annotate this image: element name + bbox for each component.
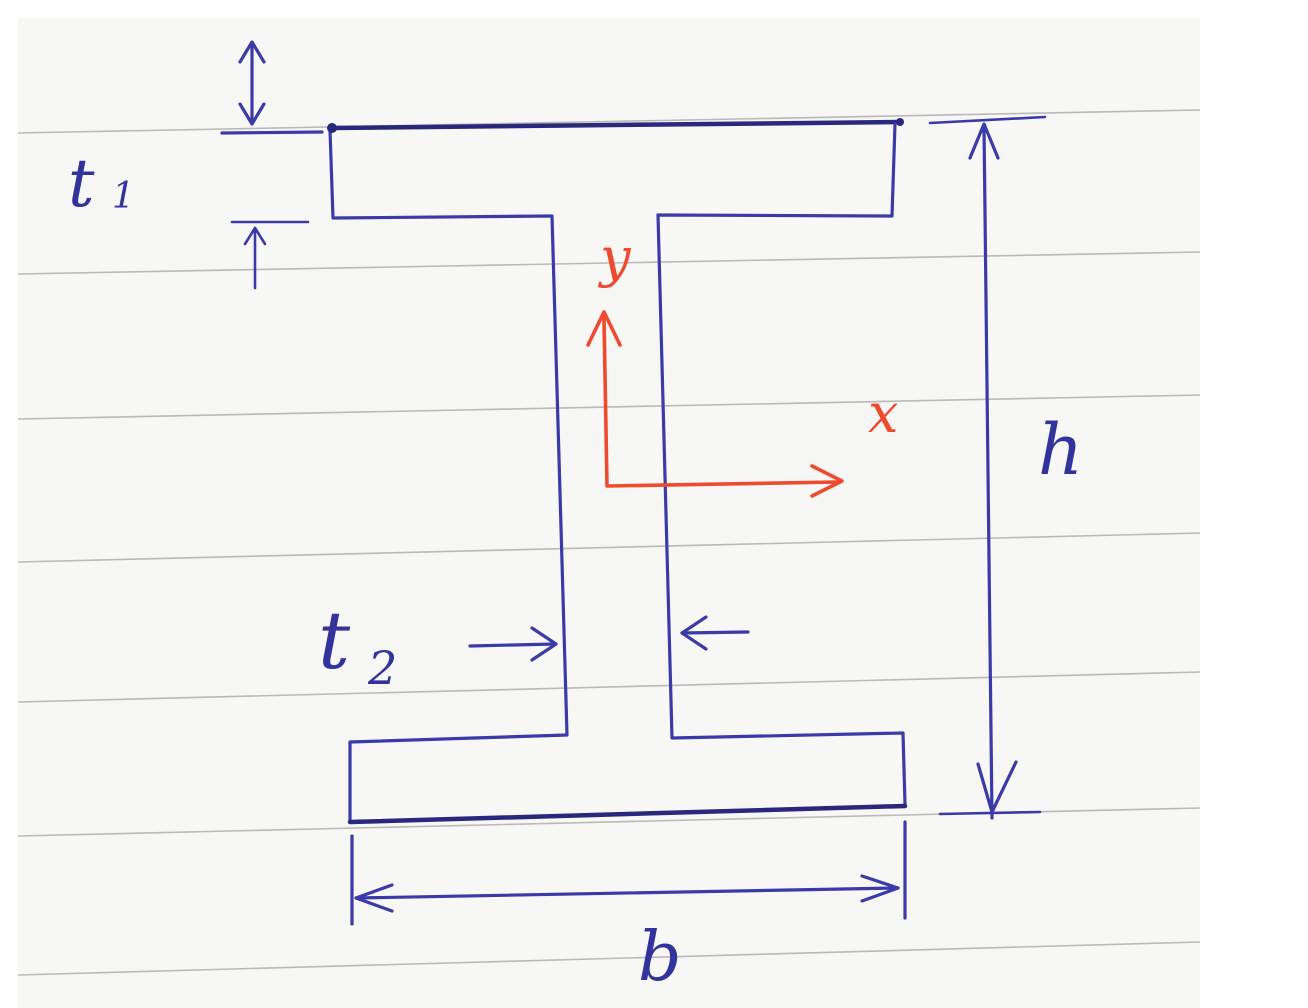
beam-right-outline — [656, 122, 907, 806]
t1-subscript: 1 — [112, 176, 135, 217]
t2-right-arrow-shaft — [680, 630, 750, 635]
t1-lower-arrow-up-icon — [243, 226, 267, 246]
corner-dot — [896, 118, 904, 126]
h-top-extension-line — [928, 115, 1047, 125]
rule-line — [17, 532, 1201, 563]
t1-dimension — [220, 40, 324, 290]
t1-arrow-down-icon — [238, 102, 266, 126]
top-flange-top-edge — [327, 119, 903, 131]
beam-left-outline — [328, 128, 569, 824]
b-label: b — [638, 918, 682, 997]
t1-arrow-up-icon — [238, 40, 266, 64]
b-dimension — [350, 820, 907, 926]
i-beam-outline — [327, 118, 908, 825]
coordinate-axes — [586, 310, 844, 498]
axes-lines — [602, 316, 840, 488]
y-axis-arrow-icon — [586, 310, 622, 347]
x-axis-label: x — [868, 382, 898, 445]
h-arrow-up-icon — [968, 122, 1000, 160]
h-arrow-down-icon — [976, 760, 1018, 814]
h-label: h — [1038, 409, 1083, 491]
h-dimension — [928, 115, 1047, 820]
b-arrow-right-icon — [860, 874, 900, 903]
rule-line — [17, 941, 1201, 976]
t2-arrow-right-icon — [530, 626, 558, 662]
h-dimension-line — [982, 124, 994, 820]
t1-label: t — [68, 145, 95, 222]
b-dimension-line — [354, 886, 900, 900]
rule-line — [17, 251, 1201, 275]
y-axis-label: y — [598, 226, 632, 289]
t2-subscript: 2 — [367, 641, 397, 695]
rule-line — [17, 109, 1201, 134]
notebook-paper — [18, 18, 1200, 1008]
rule-line — [17, 394, 1201, 420]
t2-arrow-left-icon — [680, 615, 708, 651]
b-arrow-left-icon — [354, 883, 394, 913]
t1-top-extension-line — [220, 130, 324, 135]
h-bottom-extension-line — [938, 810, 1042, 816]
t2-label: t — [318, 594, 351, 687]
bottom-flange-bottom-edge — [347, 803, 908, 825]
rule-line — [17, 671, 1201, 703]
x-axis-arrow-icon — [810, 464, 844, 498]
t2-dimension — [468, 615, 750, 662]
corner-dot — [327, 123, 337, 133]
t2-left-arrow-shaft — [468, 642, 557, 648]
